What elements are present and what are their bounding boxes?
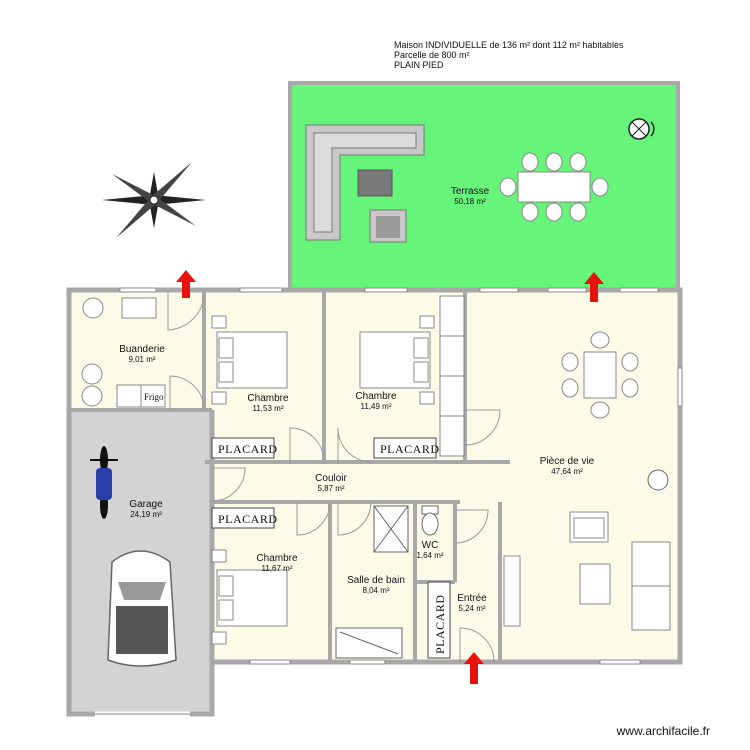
room-area-buanderie: 9,01 m² [128, 355, 155, 364]
terrace-dining-table [499, 152, 609, 222]
room-area-chambre-1: 11,53 m² [253, 404, 284, 413]
room-name-chambre-1: Chambre [247, 393, 289, 404]
kitchen-unit [503, 555, 521, 627]
motorcycle-icon [90, 446, 118, 519]
bed-chambre-1 [211, 315, 288, 405]
room-area-salle-de-bain: 8,04 m² [362, 586, 389, 595]
bed-chambre-3 [211, 549, 288, 645]
entry-arrows [176, 270, 604, 684]
compass-rose-icon [102, 162, 206, 238]
room-area-wc: 1,64 m² [416, 551, 443, 560]
doors [167, 292, 501, 663]
room-name-piece-de-vie: Pièce de vie [540, 456, 595, 467]
terrace-side-table [357, 169, 393, 197]
placard-chambre-3: PLACARD [211, 507, 278, 529]
room-name-terrasse: Terrasse [451, 186, 490, 197]
header-line-3: PLAIN PIED [394, 60, 444, 70]
room-area-entree: 5,24 m² [458, 604, 485, 613]
room-name-chambre-3: Chambre [256, 553, 298, 564]
room-area-garage: 24,19 m² [130, 510, 162, 519]
bathtub [335, 627, 403, 659]
room-area-couloir: 5,87 m² [317, 484, 344, 493]
room-name-entree: Entrée [457, 593, 487, 604]
terrace-armchair [369, 209, 407, 243]
bed-chambre-2 [359, 315, 435, 405]
room-area-terrasse: 50,18 m² [454, 197, 486, 206]
placard-label: PLACARD [433, 594, 447, 654]
car-icon [107, 550, 177, 667]
fridge: Frigo [140, 384, 166, 408]
shower [373, 505, 409, 553]
windows [119, 287, 683, 665]
plant [647, 469, 669, 491]
exterior-walls [66, 287, 683, 665]
interior-walls [69, 292, 510, 662]
room-area-chambre-3: 11,67 m² [262, 564, 293, 573]
room-name-couloir: Couloir [315, 473, 347, 484]
placard-entree: PLACARD [427, 581, 451, 659]
room-name-garage: Garage [129, 499, 163, 510]
terrace-sofa [305, 124, 425, 241]
terrace-grill [628, 118, 655, 140]
dining-table-living [561, 331, 639, 419]
brand-watermark: www.archifacile.fr [616, 724, 710, 738]
coffee-table [579, 563, 611, 605]
room-area-piece-de-vie: 47,64 m² [551, 467, 583, 476]
placard-chambre-2: PLACARD [373, 437, 440, 459]
armchair [569, 511, 609, 543]
placard-label: PLACARD [218, 512, 278, 526]
laundry-fixtures [81, 297, 157, 408]
header-line-1: Maison INDIVIDUELLE de 136 m² dont 112 m… [394, 40, 624, 50]
room-area-chambre-2: 11,49 m² [361, 402, 392, 411]
placard-chambre-1: PLACARD [211, 437, 278, 459]
room-name-chambre-2: Chambre [355, 391, 397, 402]
fridge-label: Frigo [144, 392, 164, 402]
room-name-buanderie: Buanderie [119, 344, 165, 355]
sofa [631, 541, 671, 631]
placard-label: PLACARD [218, 442, 278, 456]
room-name-wc: WC [422, 540, 439, 551]
wardrobe-hall [439, 295, 465, 457]
header-line-2: Parcelle de 800 m² [394, 50, 470, 60]
toilet [421, 505, 439, 536]
room-name-salle-de-bain: Salle de bain [347, 575, 405, 586]
placard-label: PLACARD [380, 442, 440, 456]
